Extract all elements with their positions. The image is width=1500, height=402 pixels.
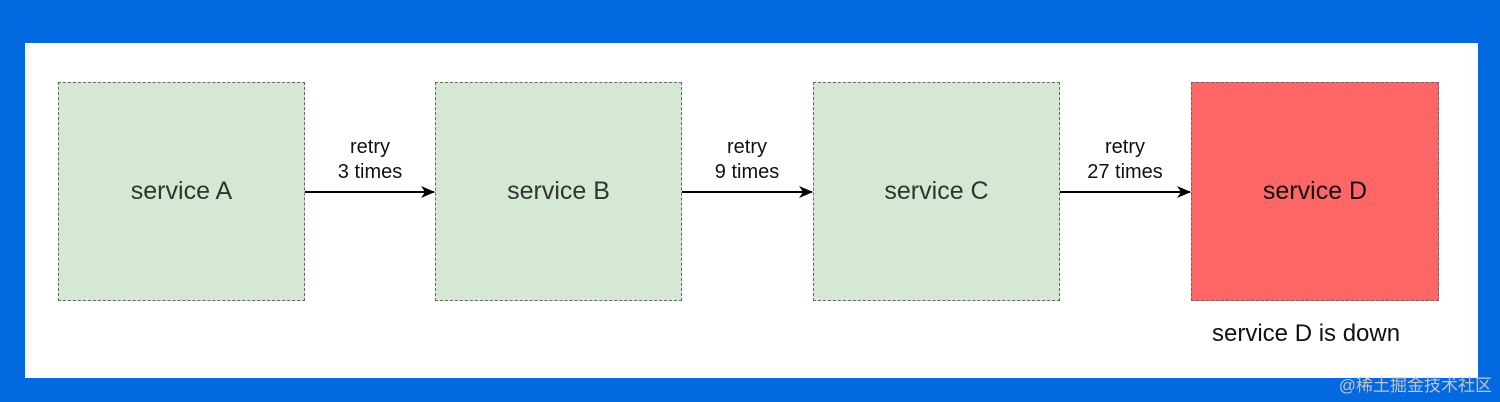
status-note: service D is down — [1212, 320, 1401, 347]
node-service-b: service B — [435, 82, 682, 301]
edge-label-b-c: retry 9 times — [692, 135, 802, 185]
node-label: service D — [1262, 177, 1368, 205]
edge-label-a-b: retry 3 times — [315, 135, 425, 185]
edge-label-line: 9 times — [714, 161, 780, 183]
edge-label-c-d: retry 27 times — [1070, 135, 1180, 185]
edge-label-line: 3 times — [337, 161, 403, 183]
node-label: service C — [884, 177, 989, 205]
edge-label-line: 27 times — [1087, 161, 1163, 183]
edge-label-line: retry — [727, 136, 767, 158]
node-label: service A — [130, 177, 233, 205]
node-label: service B — [507, 177, 610, 205]
node-service-a: service A — [58, 82, 305, 301]
node-service-c: service C — [813, 82, 1060, 301]
watermark: @稀土掘金技术社区 — [1338, 376, 1492, 395]
edge-label-line: retry — [1105, 136, 1145, 158]
edge-label-line: retry — [350, 136, 390, 158]
diagram-canvas: service A service B service C service D … — [25, 43, 1478, 378]
edge-layer — [305, 186, 1191, 198]
node-service-d: service D — [1191, 82, 1439, 301]
